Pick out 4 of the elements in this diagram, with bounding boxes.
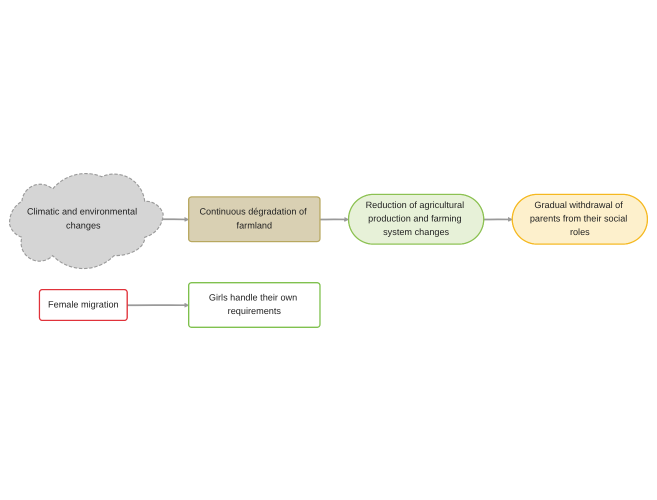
arrow <box>127 302 190 308</box>
arrow <box>484 216 513 222</box>
arrow <box>320 216 350 222</box>
arrow <box>160 216 190 222</box>
